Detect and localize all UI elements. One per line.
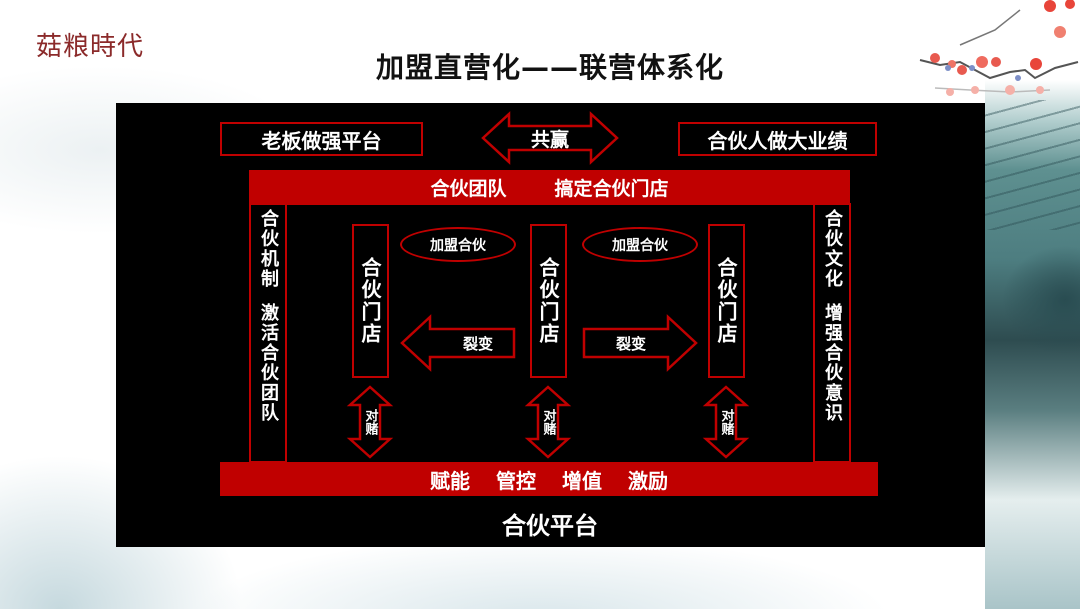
partner-performance-label: 合伙人做大业绩: [707, 128, 848, 153]
partner-team-label: 合伙团队: [430, 178, 507, 200]
boss-platform-box: 老板做强平台: [220, 122, 423, 156]
franchise-partner-ellipse-right: 加盟合伙: [582, 227, 698, 262]
double-arrow-vertical-icon: [346, 385, 394, 459]
boss-platform-label: 老板做强平台: [261, 128, 382, 153]
bet-label-right: 对赌: [718, 409, 734, 435]
franchise-partner-label: 加盟合伙: [612, 237, 668, 254]
partner-culture-column: 合伙文化 增强合伙意识: [813, 203, 851, 463]
bet-label-left: 对赌: [362, 409, 378, 435]
fission-label-right: 裂变: [615, 334, 646, 353]
page-title: 加盟直营化——联营体系化: [375, 51, 724, 84]
value-add-label: 增值: [562, 468, 602, 493]
ink-landscape-decoration: [985, 80, 1080, 609]
arrow-right-icon: [582, 314, 698, 372]
diagram-panel: 老板做强平台 共赢 合伙人做大业绩 合伙团队 搞定合伙门店 合伙机制 激活合伙团…: [116, 103, 985, 547]
partner-store-box-right: 合伙门店: [708, 224, 745, 378]
control-label: 管控: [496, 468, 536, 493]
partner-store-box-left: 合伙门店: [352, 224, 389, 378]
bet-label-center: 对赌: [540, 409, 556, 435]
partner-platform-label: 合伙平台: [502, 511, 598, 540]
empowerment-bar: 赋能 管控 增值 激励: [220, 462, 878, 496]
franchise-partner-ellipse-left: 加盟合伙: [400, 227, 516, 262]
roof-tiles-decoration: [985, 100, 1080, 230]
store-label: 合伙门店: [358, 257, 382, 345]
partner-performance-box: 合伙人做大业绩: [678, 122, 877, 156]
fission-label-left: 裂变: [462, 334, 493, 353]
partner-store-box-center: 合伙门店: [530, 224, 567, 378]
partner-culture-label: 合伙文化: [822, 209, 843, 289]
partner-mechanism-label: 合伙机制: [258, 209, 279, 289]
partner-awareness-label: 增强合伙意识: [822, 303, 843, 423]
partner-mechanism-column: 合伙机制 激活合伙团队: [249, 203, 287, 463]
double-arrow-vertical-icon: [524, 385, 572, 459]
franchise-partner-label: 加盟合伙: [430, 237, 486, 254]
store-label: 合伙门店: [714, 257, 738, 345]
double-arrow-horizontal-icon: [481, 111, 619, 165]
arrow-left-icon: [400, 314, 516, 372]
activate-team-label: 激活合伙团队: [258, 303, 279, 423]
win-win-label: 共赢: [530, 128, 569, 151]
incentive-label: 激励: [628, 468, 668, 493]
store-label: 合伙门店: [536, 257, 560, 345]
empower-label: 赋能: [430, 468, 470, 493]
plum-blossom-icon: [919, 0, 1079, 96]
double-arrow-vertical-icon: [702, 385, 750, 459]
partner-team-bar: 合伙团队 搞定合伙门店: [249, 170, 850, 205]
brand-logo: 菇粮時代: [36, 32, 145, 62]
handle-stores-label: 搞定合伙门店: [554, 178, 669, 200]
